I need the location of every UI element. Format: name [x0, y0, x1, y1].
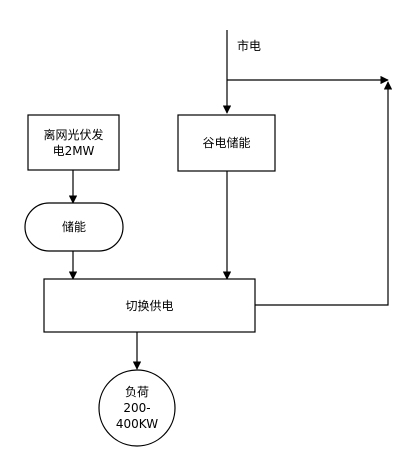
grid-label: 市电 [237, 39, 262, 53]
load-label: 负荷 200- 400KW [115, 385, 159, 431]
pv-label: 离网光伏发 电2MW [43, 127, 104, 158]
storage-label: 储能 [61, 220, 86, 234]
switch-to-grid-line [255, 81, 393, 306]
switch-label: 切换供电 [125, 298, 174, 313]
pv-box [27, 114, 120, 171]
valley-storage-label: 谷电储能 [202, 136, 251, 150]
load-circle [98, 369, 176, 447]
valley-storage-box [177, 114, 276, 172]
storage-shape [24, 202, 124, 252]
